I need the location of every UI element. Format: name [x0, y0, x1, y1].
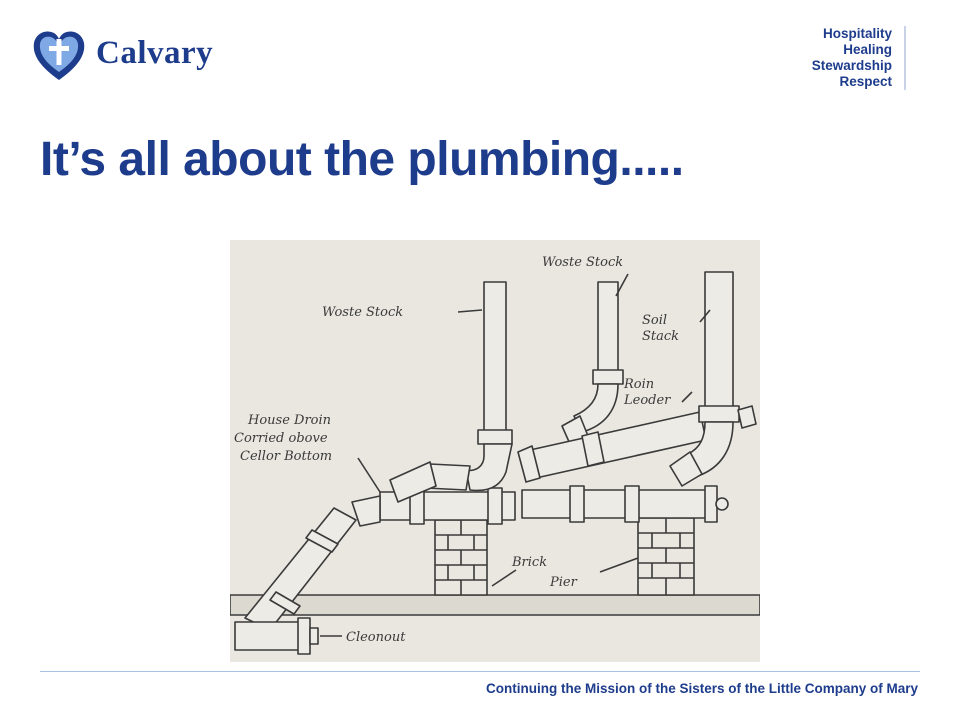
- soil-stack: [669, 271, 757, 487]
- value-respect: Respect: [839, 74, 892, 89]
- brick-pier-right: [637, 517, 695, 596]
- slide-title: It’s all about the plumbing.....: [40, 133, 684, 186]
- footer-divider: [40, 671, 920, 672]
- pointer-waste-right: [615, 273, 629, 297]
- house-drain-right: [521, 485, 729, 523]
- label-brick: Brick: [511, 555, 547, 570]
- label-leader: Leoder: [623, 393, 671, 408]
- brick-pier-left: [434, 519, 488, 596]
- pointer-waste-left: [457, 309, 483, 313]
- plumbing-drawing: Woste Stock Woste Stock Soil Stack Roin …: [230, 255, 760, 655]
- label-house-drain: House Droin: [247, 413, 331, 428]
- label-cleanout: Cleonout: [346, 630, 406, 645]
- label-rain: Roin: [623, 377, 654, 392]
- values-list: Hospitality Healing Stewardship Respect: [812, 26, 906, 90]
- value-stewardship: Stewardship: [811, 58, 892, 73]
- label-pier: Pier: [549, 575, 578, 590]
- plumbing-diagram: Woste Stock Woste Stock Soil Stack Roin …: [230, 240, 760, 662]
- drain-down-diagonal: [244, 495, 381, 631]
- value-hospitality: Hospitality: [822, 26, 892, 41]
- pointer-brick: [491, 569, 517, 587]
- value-healing: Healing: [843, 42, 892, 57]
- cleanout-fitting: [234, 617, 319, 655]
- label-waste-stack-right: Woste Stock: [542, 255, 623, 270]
- label-soil: Soil: [642, 313, 667, 328]
- pointer-rain: [681, 391, 693, 403]
- logo-wordmark: Calvary: [96, 35, 214, 71]
- label-carried-above: Corried obove: [234, 431, 328, 446]
- floor-slab: [230, 594, 760, 616]
- label-cellar-bottom: Cellor Bottom: [240, 449, 332, 464]
- pointer-soil: [699, 309, 711, 323]
- waste-stack-right: [561, 281, 624, 445]
- waste-stack-left: [389, 281, 513, 503]
- pointer-house-drain: [357, 457, 381, 493]
- calvary-logo: Calvary: [30, 26, 230, 86]
- pointer-brick-right: [599, 557, 639, 573]
- footer-tagline: Continuing the Mission of the Sisters of…: [485, 681, 918, 696]
- label-waste-stack-left: Woste Stock: [322, 305, 403, 320]
- heart-cross-icon: [33, 31, 85, 80]
- label-stack: Stack: [642, 329, 679, 344]
- rain-leader: [517, 411, 707, 483]
